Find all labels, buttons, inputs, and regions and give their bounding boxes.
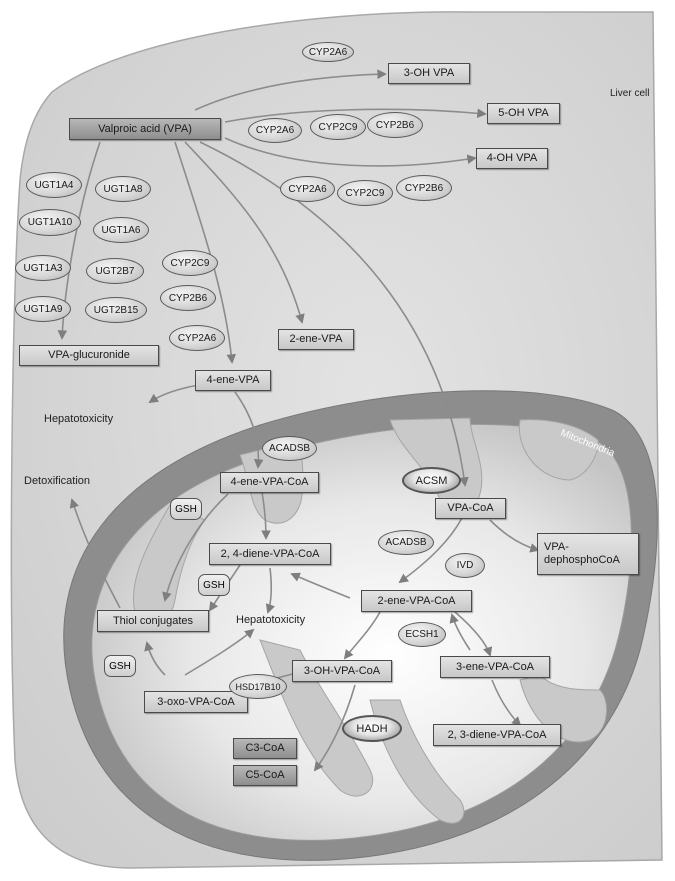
3-ene-vpa-coa-box: 3-ene-VPA-CoA: [440, 656, 550, 678]
cyp2a6-enzyme: CYP2A6: [280, 176, 335, 202]
arrow-thiol-detox: [69, 498, 121, 609]
detoxification-label: Detoxification: [24, 475, 91, 487]
arrow-3enecoa-2enecoa: [449, 613, 471, 651]
cyp2b6-enzyme: CYP2B6: [160, 285, 216, 311]
ugt1a9-enzyme: UGT1A9: [15, 296, 71, 322]
liver-cell-label: Liver cell: [610, 88, 650, 99]
cyp2a6-enzyme: CYP2A6: [248, 118, 302, 143]
ugt1a6-enzyme: UGT1A6: [93, 217, 149, 243]
hadh-enzyme: HADH: [342, 715, 402, 742]
pathway-arrows: [57, 69, 540, 772]
gsh-label: GSH: [104, 655, 136, 677]
cyp2c9-enzyme: CYP2C9: [337, 180, 393, 206]
cyp2c9-enzyme: CYP2C9: [310, 114, 366, 140]
3-oh-vpa-coa-box: 3-OH-VPA-CoA: [292, 660, 392, 682]
arrow-2enecoa-3ohcoa: [343, 611, 381, 660]
arrow-vpa-4oh: [224, 137, 477, 167]
ugt1a3-enzyme: UGT1A3: [15, 255, 71, 281]
arrow-vpa-vpacoa: [199, 141, 469, 487]
gsh-label: GSH: [170, 498, 202, 520]
arrow-2enecoa-diene: [290, 572, 351, 599]
arrow-vpa-2ene: [184, 141, 305, 324]
cyp2a6-enzyme: CYP2A6: [302, 42, 354, 62]
4-oh-vpa-box: 4-OH VPA: [476, 148, 548, 169]
acadsb-enzyme: ACADSB: [262, 436, 317, 461]
gsh-label: GSH: [198, 574, 230, 596]
hepatotoxicity-label: Hepatotoxicity: [44, 413, 114, 425]
4-ene-vpa-box: 4-ene-VPA: [195, 370, 271, 391]
arrow-4enecoa-diene: [261, 491, 271, 540]
cyp2a6-enzyme: CYP2A6: [169, 325, 225, 351]
thiol-conjugates-box: Thiol conjugates: [97, 610, 209, 632]
acadsb-enzyme: ACADSB: [378, 530, 434, 555]
arrow-vpa-3oh: [194, 69, 387, 111]
2-ene-vpa-box: 2-ene-VPA: [278, 329, 354, 350]
c5-coa-box: C5-CoA: [233, 765, 297, 786]
vpa-dephosphocoa-box: VPA-dephosphoCoA: [537, 533, 639, 575]
cyp2c9-enzyme: CYP2C9: [162, 250, 218, 276]
arrow-diene-hepatotox: [265, 567, 275, 614]
ugt2b15-enzyme: UGT2B15: [85, 297, 147, 323]
ugt1a4-enzyme: UGT1A4: [26, 172, 82, 198]
4-ene-vpa-coa-box: 4-ene-VPA-CoA: [220, 472, 319, 493]
ugt1a10-enzyme: UGT1A10: [19, 209, 81, 236]
arrow-4ene-4enecoa: [234, 391, 264, 469]
hsd17b10-enzyme: HSD17B10: [229, 674, 287, 699]
valproic-acid-box: Valproic acid (VPA): [69, 118, 221, 140]
cyp2b6-enzyme: CYP2B6: [367, 112, 423, 138]
vpa-glucuronide-box: VPA-glucuronide: [19, 345, 159, 366]
3-oxo-vpa-coa-box: 3-oxo-VPA-CoA: [144, 691, 248, 713]
arrow-vpacoa-2enecoa: [398, 517, 463, 584]
ugt2b7-enzyme: UGT2B7: [86, 258, 144, 284]
arrow-vpa-5oh: [224, 108, 487, 123]
c3-coa-box: C3-CoA: [233, 738, 297, 759]
cyp2b6-enzyme: CYP2B6: [396, 175, 452, 201]
2-4-diene-vpa-coa-box: 2, 4-diene-VPA-CoA: [209, 543, 331, 565]
5-oh-vpa-box: 5-OH VPA: [487, 103, 560, 124]
arrow-3enecoa-23diene: [491, 679, 522, 727]
arrow-3ohcoa-c5: [313, 684, 356, 772]
ugt1a8-enzyme: UGT1A8: [95, 176, 151, 202]
2-ene-vpa-coa-box: 2-ene-VPA-CoA: [361, 590, 472, 612]
arrow-3oxo-hepatotox: [184, 628, 255, 676]
acsm-enzyme: ACSM: [402, 467, 461, 494]
arrow-3oxo-thiol: [144, 641, 166, 676]
2-3-diene-vpa-coa-box: 2, 3-diene-VPA-CoA: [433, 724, 561, 746]
hepatotoxicity-label-2: Hepatotoxicity: [236, 614, 306, 626]
arrow-vpacoa-dephospho: [489, 519, 540, 553]
ivd-enzyme: IVD: [445, 553, 485, 578]
arrow-4enecoa-thiol: [162, 493, 229, 602]
3-oh-vpa-box: 3-OH VPA: [388, 63, 470, 84]
vpa-coa-box: VPA-CoA: [435, 498, 506, 519]
ecsh1-enzyme: ECSH1: [398, 622, 446, 647]
